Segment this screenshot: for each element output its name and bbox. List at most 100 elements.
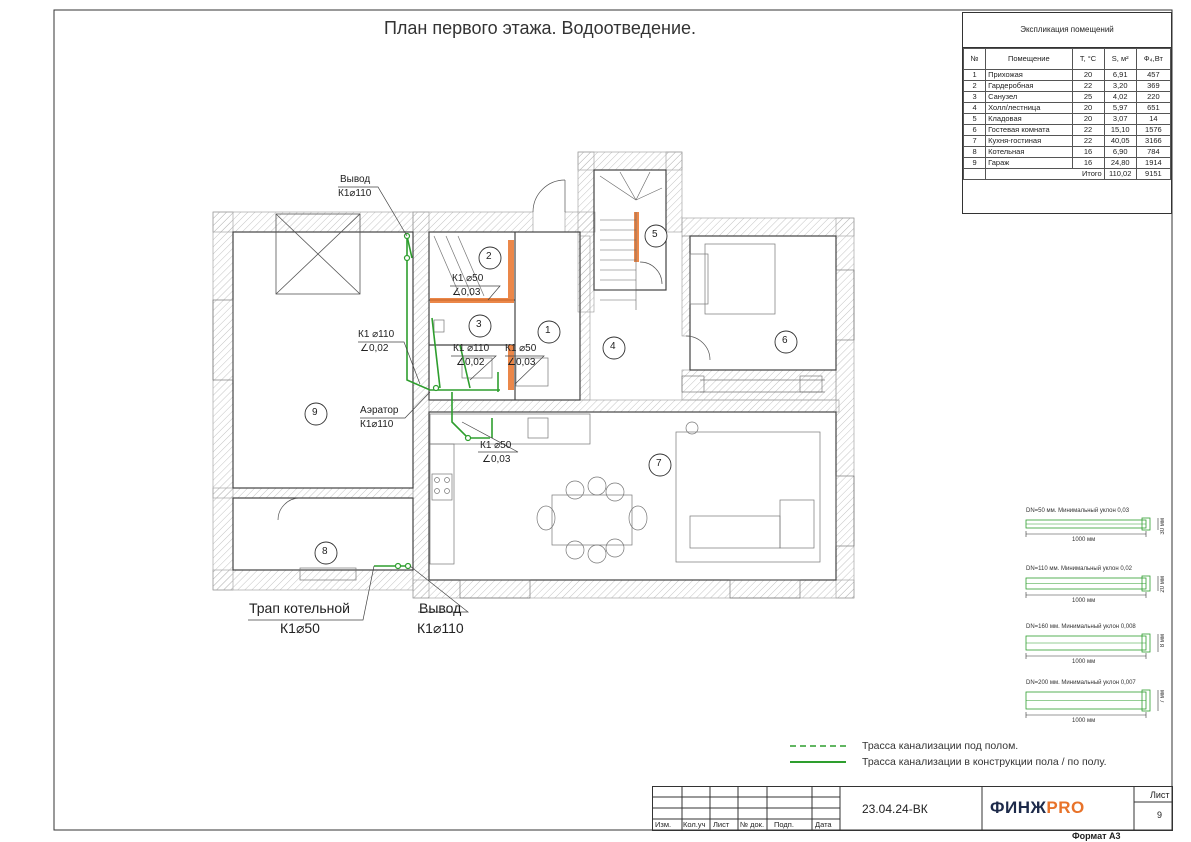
explication-table: Экспликация помещений № Помещение Т, °С … — [962, 12, 1172, 214]
leader-lines — [248, 186, 545, 621]
room-number-3: 3 — [476, 319, 482, 330]
explication-cell: 6 — [962, 124, 987, 136]
explication-header: Ф₄,Вт — [1135, 48, 1172, 70]
label-k1-50-b: К1 ⌀50 — [505, 343, 537, 354]
explication-cell: Кладовая — [985, 113, 1073, 125]
explication-cell: 1 — [962, 69, 987, 81]
sheet-label: Лист — [1150, 790, 1170, 800]
label-trap-diameter: К1⌀50 — [280, 620, 320, 636]
explication-cell: 5,97 — [1103, 102, 1137, 114]
explication-cell: 22 — [1071, 80, 1105, 92]
label-k1-50-a: К1 ⌀50 — [452, 273, 484, 284]
label-vyvod-top-diameter: К1⌀110 — [338, 188, 372, 199]
room-number-9: 9 — [312, 407, 318, 418]
slope-caption: DN=200 мм. Минимальный уклон 0,007 — [1026, 680, 1136, 686]
stamp-col-list: Лист — [713, 820, 730, 829]
slope-drop: 7 мм — [1160, 690, 1166, 704]
explication-cell: Холл/лестница — [985, 102, 1073, 114]
slope-length: 1000 мм — [1072, 537, 1096, 543]
explication-cell: 3 — [962, 91, 987, 103]
legend-solid-text: Трасса канализации в конструкции пола / … — [862, 756, 1107, 768]
slope-pipe-diagram — [1025, 633, 1159, 659]
explication-cell: Кухня-гостиная — [985, 135, 1073, 147]
explication-cell: 1576 — [1135, 124, 1172, 136]
room-number-1: 1 — [545, 325, 551, 336]
explication-cell: 369 — [1135, 80, 1172, 92]
explication-cell: 25 — [1071, 91, 1105, 103]
room-number-7: 7 — [656, 458, 662, 469]
label-aerator: Аэратор — [360, 405, 399, 416]
document-code: 23.04.24-ВК — [862, 802, 928, 816]
slope-pipe-diagram — [1025, 689, 1159, 718]
slope-length: 1000 мм — [1072, 659, 1096, 665]
explication-cell: Санузел — [985, 91, 1073, 103]
explication-cell: 9 — [962, 157, 987, 169]
slope-caption: DN=110 мм. Минимальный уклон 0,02 — [1026, 566, 1132, 572]
explication-cell: 20 — [1071, 69, 1105, 81]
slope-diagram-stroke — [1141, 689, 1151, 712]
explication-cell: 4 — [962, 102, 987, 114]
label-k1-50-b-slope: ∠0,03 — [507, 357, 536, 368]
explication-total-power: 9151 — [1135, 168, 1172, 180]
title-block — [652, 786, 1173, 831]
stamp-col-koluch: Кол.уч — [683, 820, 706, 829]
windows — [212, 269, 855, 599]
stamp-col-doc: № док. — [740, 820, 765, 829]
furniture — [299, 235, 825, 581]
explication-cell: 16 — [1071, 157, 1105, 169]
explication-cell: 20 — [1071, 113, 1105, 125]
explication-cell: Гараж — [985, 157, 1073, 169]
explication-header: S, м² — [1103, 48, 1137, 70]
explication-cell: 40,05 — [1103, 135, 1137, 147]
explication-cell: 20 — [1071, 102, 1105, 114]
explication-cell: 22 — [1071, 124, 1105, 136]
slope-pipe-diagram — [1025, 517, 1159, 537]
label-k1-110-left: К1 ⌀110 — [358, 329, 395, 340]
format-label: Формат А3 — [1072, 831, 1121, 841]
legend-lines — [790, 745, 846, 763]
columns — [430, 212, 639, 390]
explication-header: Т, °С — [1071, 48, 1105, 70]
room-number-5: 5 — [652, 229, 658, 240]
explication-cell: 3,07 — [1103, 113, 1137, 125]
label-vyvod-top: Вывод — [340, 174, 371, 185]
company-logo: ФИНЖPRO — [990, 798, 1085, 818]
explication-cell: 24,80 — [1103, 157, 1137, 169]
label-aerator-diameter: К1⌀110 — [360, 419, 394, 430]
stamp-col-podp: Подп. — [774, 820, 794, 829]
slope-diagram-stroke — [1141, 633, 1151, 653]
explication-title: Экспликация помещений — [963, 13, 1171, 48]
explication-cell: 2 — [962, 80, 987, 92]
explication-header: № — [962, 48, 987, 70]
label-vyvod-bottom: Вывод — [419, 600, 462, 616]
room-number-6: 6 — [782, 335, 788, 346]
explication-cell: 15,10 — [1103, 124, 1137, 136]
slope-drop: 30 мм — [1160, 518, 1166, 535]
explication-header: Помещение — [985, 48, 1073, 70]
explication-cell: Котельная — [985, 146, 1073, 158]
slope-diagram-stroke — [1141, 517, 1151, 531]
garage-skylight — [275, 213, 361, 295]
slope-length: 1000 мм — [1072, 598, 1096, 604]
label-k1-50-c: К1 ⌀50 — [480, 440, 512, 451]
explication-cell: 457 — [1135, 69, 1172, 81]
label-k1-110-mid: К1 ⌀110 — [453, 343, 490, 354]
room-markers — [304, 224, 798, 565]
explication-cell: 14 — [1135, 113, 1172, 125]
stamp-col-data: Дата — [815, 820, 832, 829]
sheet-title: План первого этажа. Водоотведение. — [383, 18, 697, 38]
logo-accent-text: PRO — [1046, 798, 1085, 817]
legend-dashed-text: Трасса канализации под полом. — [862, 740, 1019, 752]
room-number-8: 8 — [322, 546, 328, 557]
slope-caption: DN=160 мм. Минимальный уклон 0,008 — [1026, 624, 1136, 630]
explication-cell: 651 — [1135, 102, 1172, 114]
